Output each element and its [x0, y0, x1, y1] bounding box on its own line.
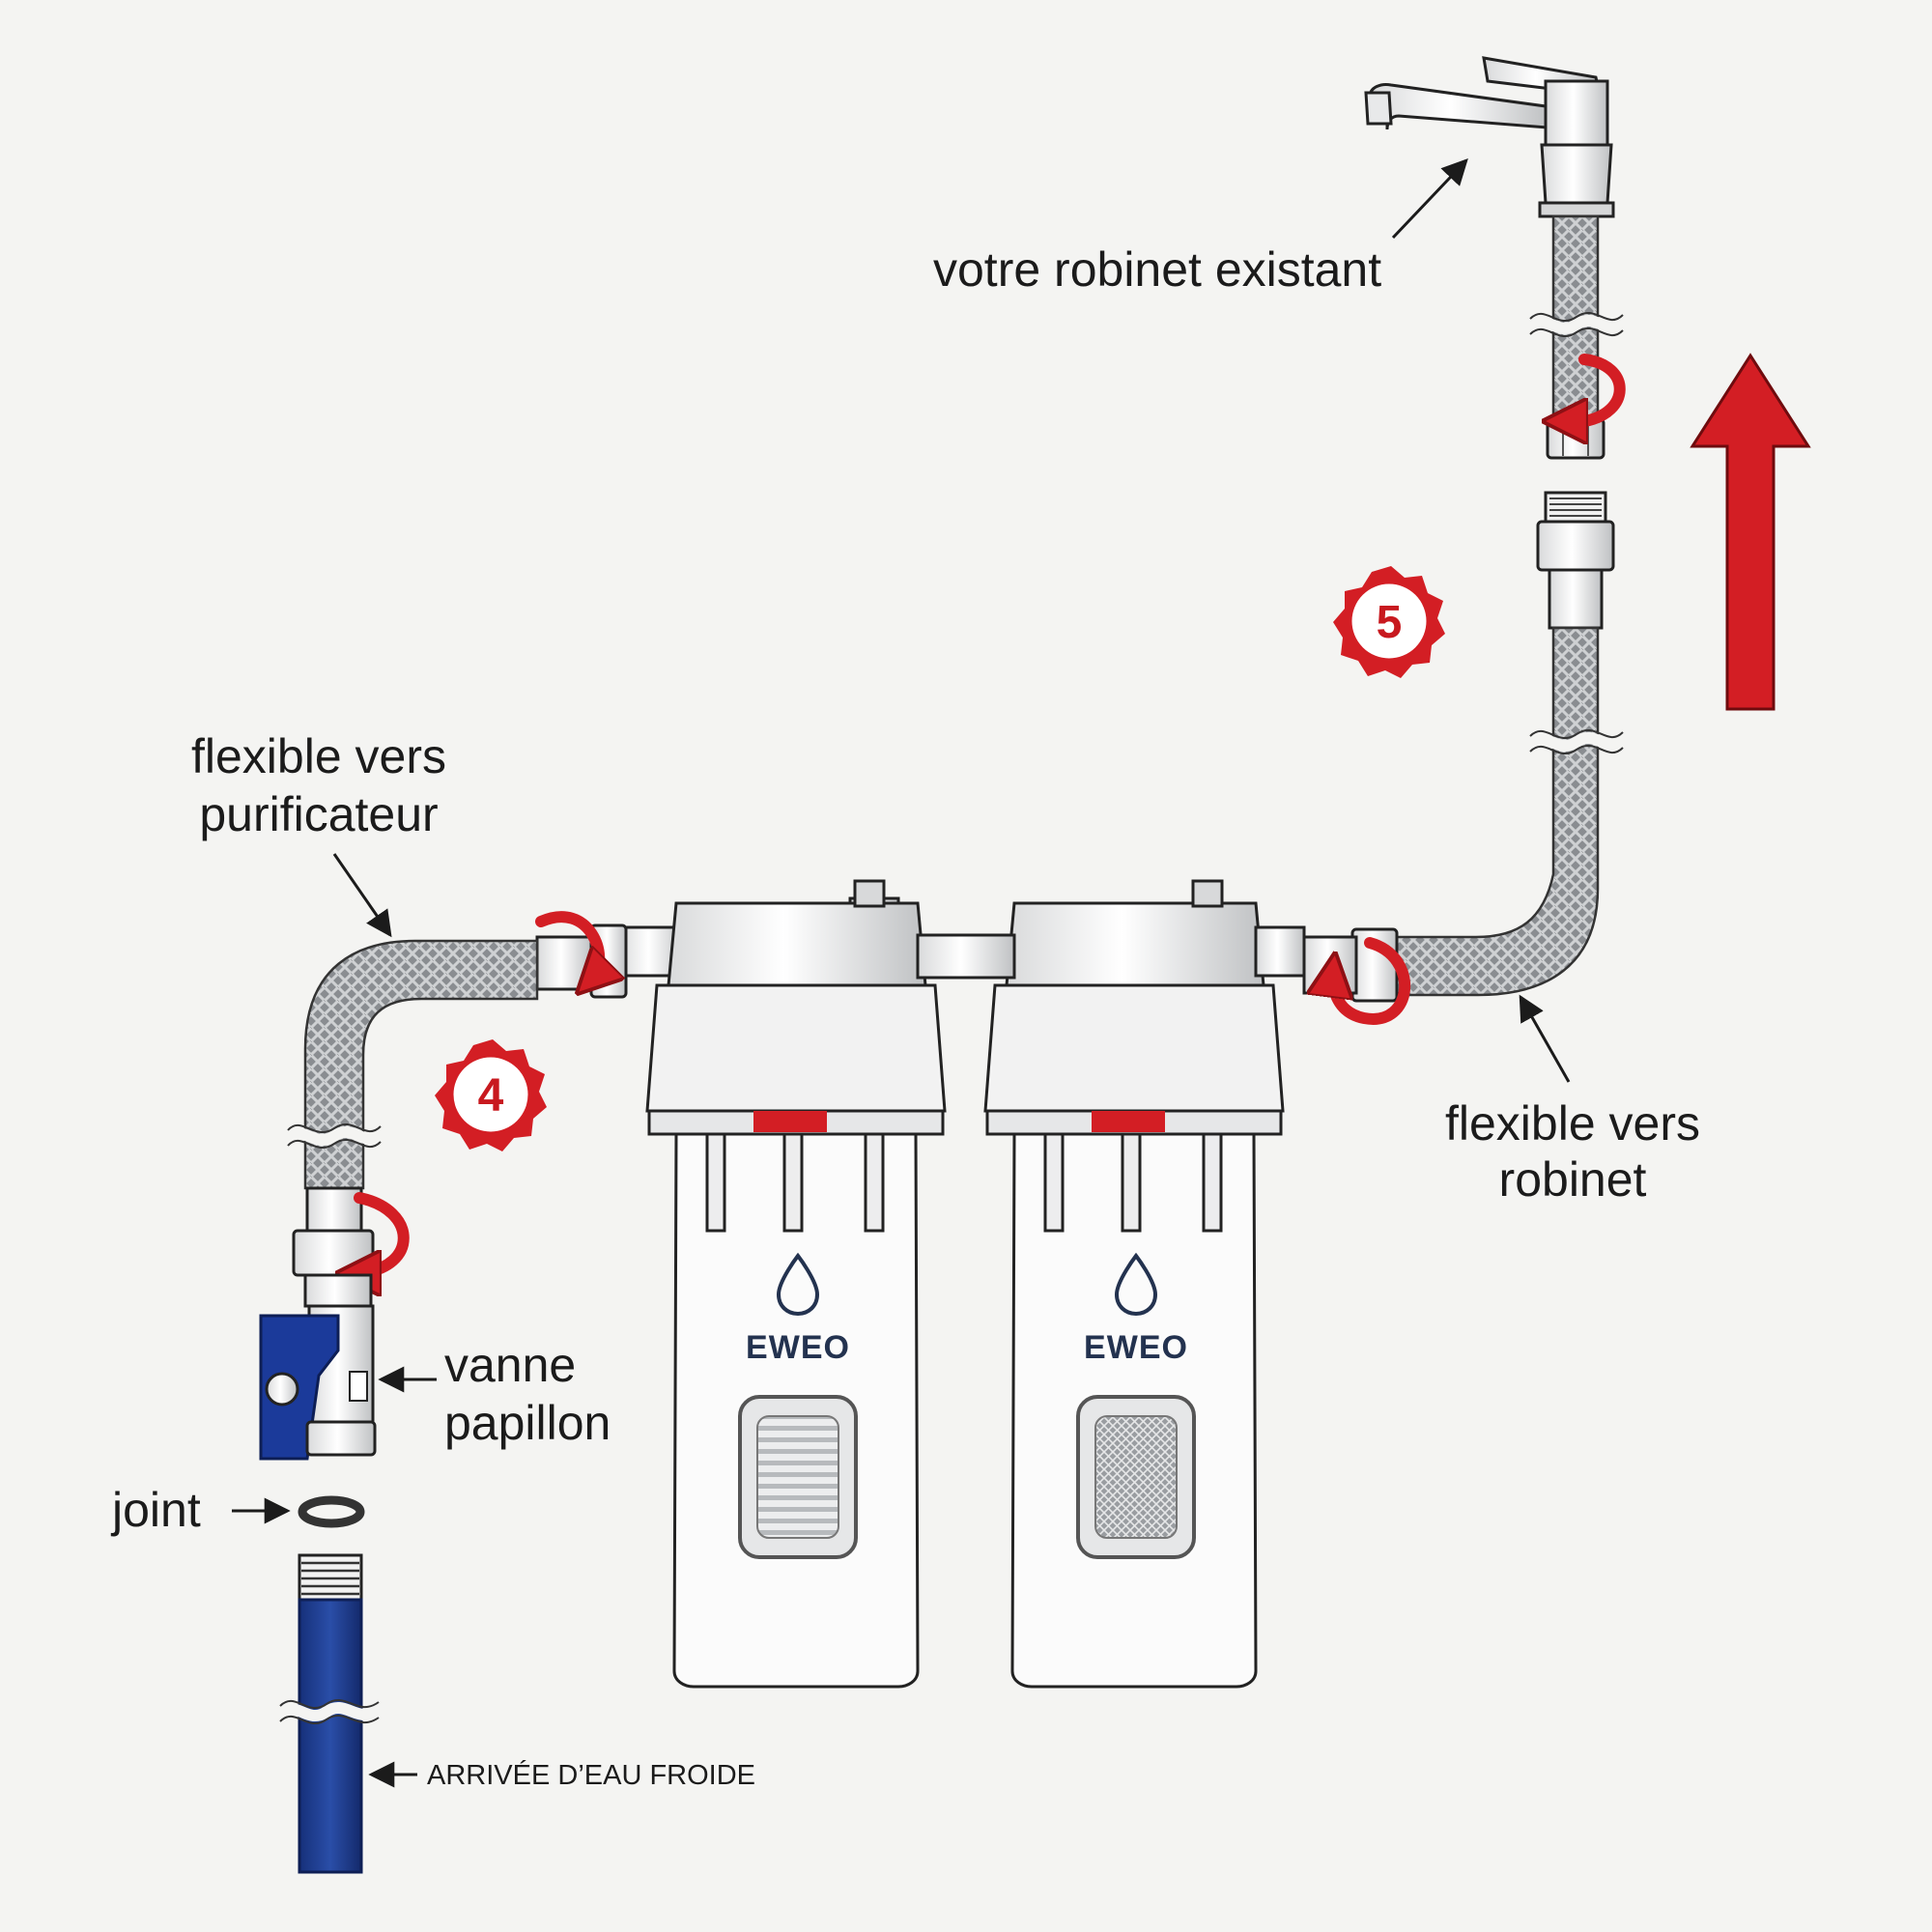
filter-housing-left: EWEO	[616, 879, 947, 1689]
label-gasket: joint	[110, 1483, 201, 1537]
water-drop-icon	[1114, 1252, 1158, 1317]
filter-brand-logo: EWEO	[1084, 1329, 1188, 1366]
label-faucet: votre robinet existant	[933, 242, 1381, 297]
label-valve-2: papillon	[444, 1396, 611, 1450]
rotate-arrow-icon	[535, 911, 599, 981]
butterfly-valve	[259, 1273, 377, 1461]
rotate-arrow-icon	[1560, 354, 1626, 421]
step-badge-5: 5	[1333, 566, 1445, 678]
filter-brand-logo: EWEO	[746, 1329, 850, 1366]
rotate-arrow-icon	[1333, 937, 1410, 1025]
filter-housing-right: EWEO	[983, 879, 1306, 1689]
rotate-arrow-icon	[354, 1192, 410, 1273]
step-number: 4	[478, 1070, 504, 1122]
up-arrow-icon	[1690, 353, 1811, 711]
label-hose-to-purifier-1: flexible vers	[191, 729, 446, 783]
cold-water-pipe	[275, 1553, 383, 1874]
filter-window-sediment	[756, 1415, 839, 1539]
leader-hose-to-purifier	[332, 853, 392, 938]
label-hose-to-faucet-1: flexible vers	[1445, 1096, 1700, 1151]
label-cold-water: ARRIVÉE D’EAU FROIDE	[427, 1759, 755, 1791]
filter-bridge	[916, 933, 1016, 980]
hose-to-faucet	[1302, 491, 1628, 1003]
filter-window-mesh	[1094, 1415, 1178, 1539]
gasket	[298, 1495, 365, 1528]
existing-faucet	[1364, 56, 1615, 218]
label-hose-to-purifier-2: purificateur	[199, 787, 438, 841]
step-badge-4: 4	[435, 1039, 547, 1151]
label-valve-1: vanne	[444, 1338, 576, 1392]
label-hose-to-faucet-2: robinet	[1499, 1152, 1647, 1207]
water-drop-icon	[776, 1252, 820, 1317]
faucet-supply-hose	[1525, 214, 1628, 460]
leader-faucet	[1391, 158, 1468, 240]
leader-hose-to-faucet	[1519, 994, 1571, 1083]
step-number: 5	[1377, 597, 1403, 648]
